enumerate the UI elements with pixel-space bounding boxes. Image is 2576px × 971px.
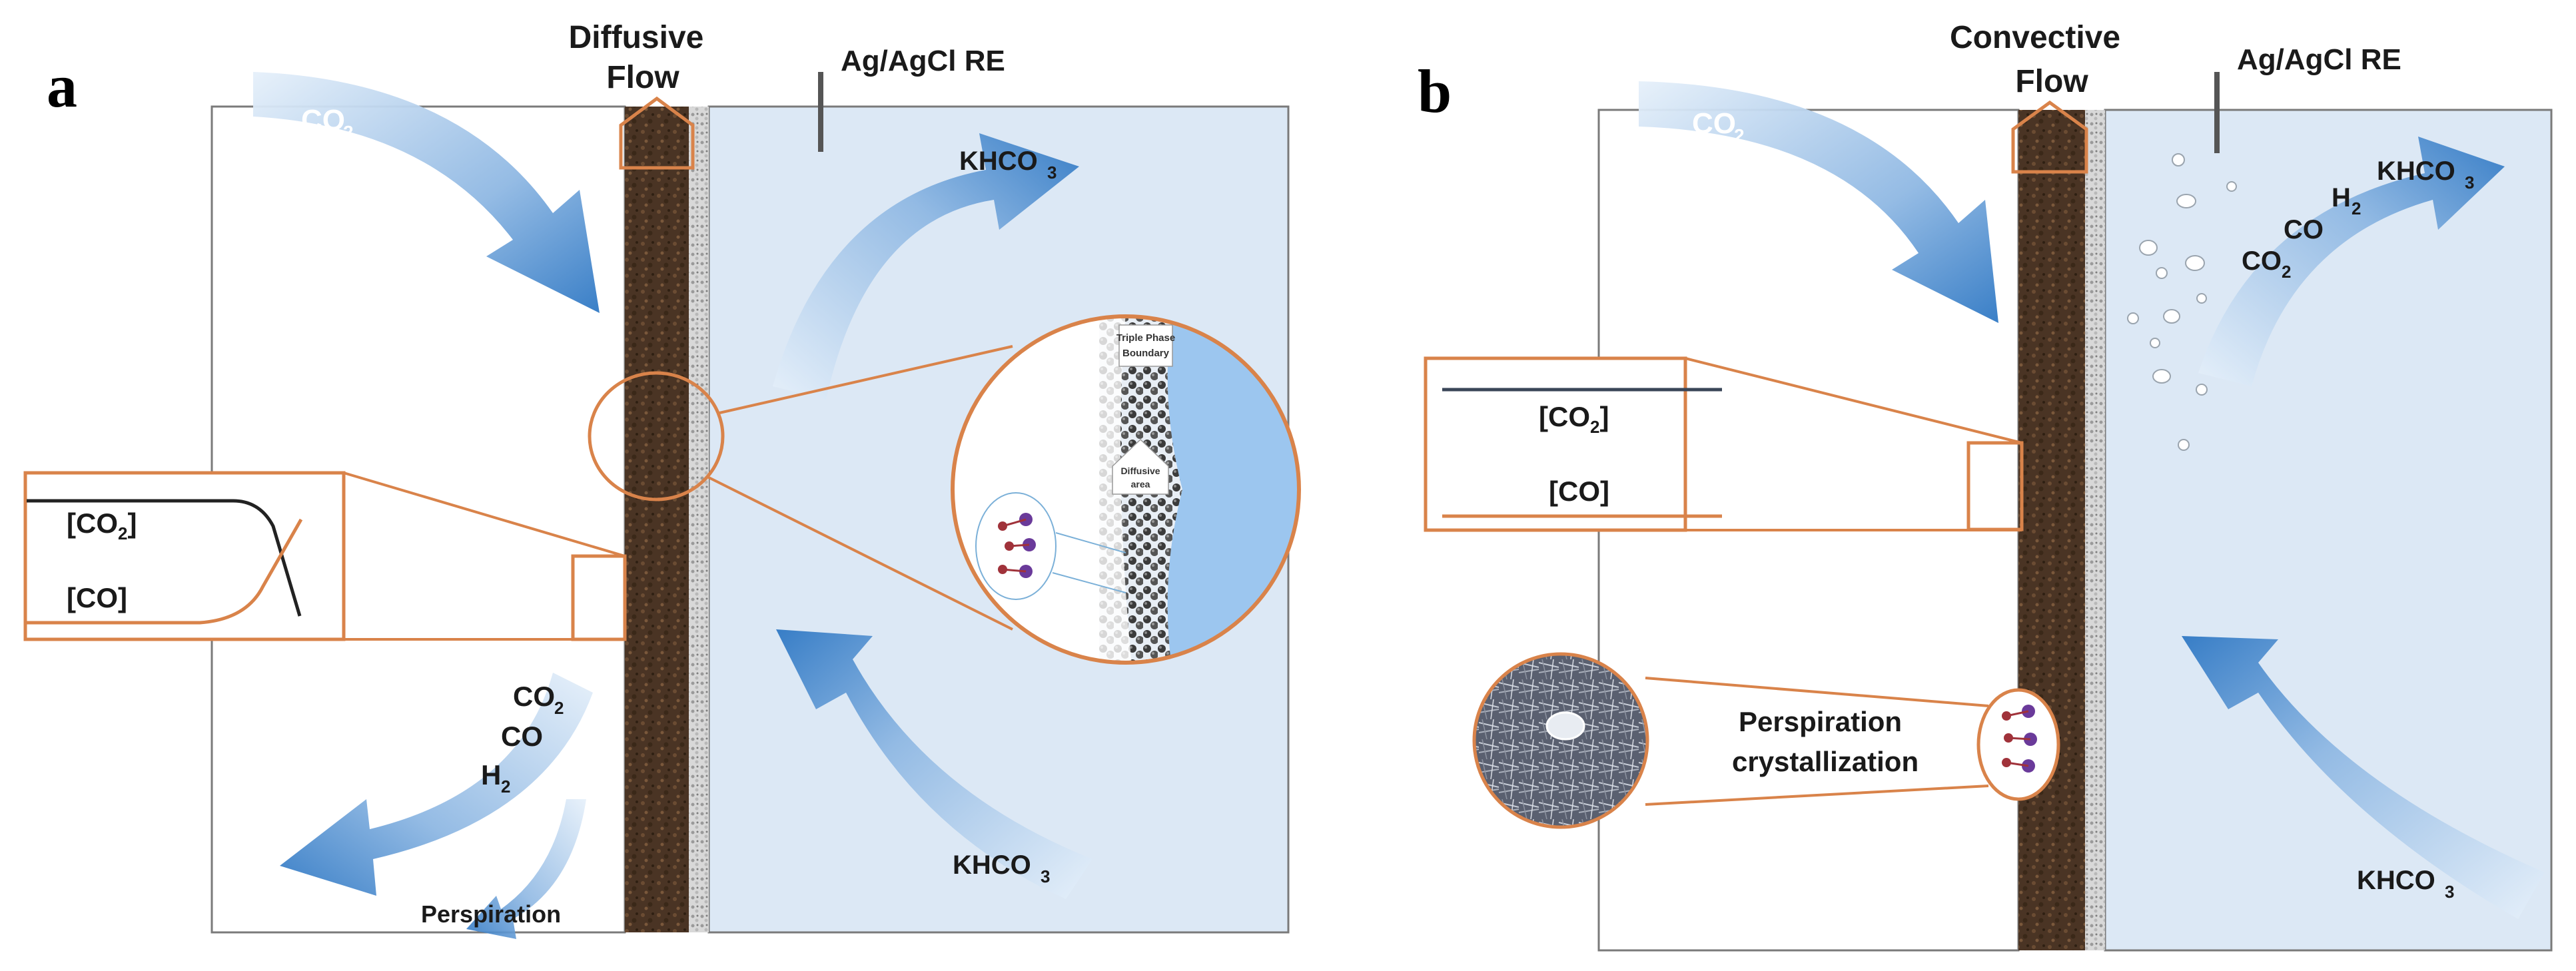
microporous-layer (689, 107, 709, 932)
co2-inlet-sub: 2 (343, 122, 354, 143)
products-outlet-arrow: CO 2 CO H 2 KHCO 3 (2198, 137, 2505, 386)
product-co: CO (501, 721, 543, 752)
product-h2-sub: 2 (501, 777, 510, 797)
co2-inlet-label: CO (1692, 107, 1736, 140)
conc-co-label: [CO] (1549, 476, 1609, 507)
khco3-outlet-arrow: KHCO 3 (773, 133, 1079, 400)
panel-b: b Convective Flow Ag/AgCl RE CO 2 CO 2 C… (1418, 20, 2553, 952)
sem-image (1474, 654, 1647, 827)
co2-inlet-label: CO (301, 104, 345, 137)
co-concentration-line (27, 518, 303, 625)
khco3-inlet-arrow: KHCO 3 (776, 629, 1092, 899)
concentration-inset: [CO2] [CO] (1424, 356, 2024, 532)
tpb-zoom: Triple Phase Boundary Diffusive area (588, 314, 1301, 665)
panel-a: a Diffusive Flow Ag/AgCl RE CO 2 KHCO 3 (23, 20, 1301, 939)
co2-concentration-line (27, 499, 302, 617)
perspiration-label: Perspiration (421, 900, 561, 928)
panel-b-letter: b (1418, 57, 1452, 125)
reference-electrode-label: Ag/AgCl RE (841, 45, 1005, 77)
diffusive-area-line1: Diffusive (1120, 466, 1160, 476)
crystallization-label-line1: Perspiration (1739, 706, 1902, 737)
conc-co2-label: [CO2] (67, 507, 137, 543)
khco3-inlet-sub: 3 (2445, 882, 2454, 902)
khco3-outlet-sub: 3 (1047, 162, 1057, 182)
crystallization-zoom: Perspiration crystallization (1472, 652, 2060, 829)
concentration-inset: [CO2] [CO] (23, 471, 627, 641)
khco3-outlet-sub: 3 (2465, 172, 2474, 192)
perspiration-arrow (466, 799, 586, 939)
products-outlet-arrow: CO 2 CO H 2 Perspiration (280, 673, 593, 939)
khco3-inlet-label: KHCO (953, 850, 1031, 880)
co2-inlet-arrow: CO 2 (253, 72, 600, 313)
flow-indicator-pentagon (619, 96, 695, 170)
product-h2: H (2332, 183, 2351, 212)
product-co: CO (2284, 215, 2324, 244)
microporous-layer (2085, 110, 2105, 950)
product-co2-sub: 2 (2282, 262, 2291, 282)
zoom-source-ellipse (588, 371, 725, 501)
khco3-outlet-label: KHCO (2377, 157, 2455, 186)
flow-label-line2: Flow (606, 60, 679, 95)
gas-bubbles (2127, 153, 2237, 451)
product-co2-sub: 2 (554, 698, 564, 718)
co2-inlet-arrow: CO 2 (1639, 81, 1998, 323)
diffusive-area-line2: area (1131, 479, 1150, 489)
triple-phase-line1: Triple Phase (1116, 332, 1175, 344)
flow-label-line1: Convective (1950, 20, 2120, 55)
gas-diffusion-electrode (625, 107, 689, 932)
reference-electrode-label: Ag/AgCl RE (2237, 43, 2401, 76)
conc-co-label: [CO] (67, 582, 127, 613)
flow-label-line1: Diffusive (569, 20, 704, 55)
co2-inlet-sub: 2 (1734, 125, 1745, 146)
conc-co2-label: [CO2] (1539, 401, 1609, 437)
flow-indicator-pentagon (2011, 100, 2088, 174)
product-co2: CO (2242, 246, 2282, 276)
triple-phase-line2: Boundary (1122, 348, 1170, 359)
flow-label-line2: Flow (2015, 64, 2088, 99)
gas-diffusion-electrode (2018, 110, 2085, 950)
khco3-inlet-arrow: KHCO 3 (2182, 636, 2545, 919)
khco3-outlet-label: KHCO (959, 147, 1038, 176)
molecule-icons (998, 513, 1036, 578)
khco3-inlet-sub: 3 (1041, 866, 1050, 886)
product-h2: H (481, 759, 501, 791)
product-co2: CO (513, 681, 555, 712)
khco3-inlet-label: KHCO (2357, 866, 2435, 895)
panel-a-letter: a (47, 52, 77, 120)
crystallization-label-line2: crystallization (1732, 746, 1919, 777)
product-h2-sub: 2 (2352, 198, 2361, 218)
molecule-icons (2002, 705, 2037, 773)
